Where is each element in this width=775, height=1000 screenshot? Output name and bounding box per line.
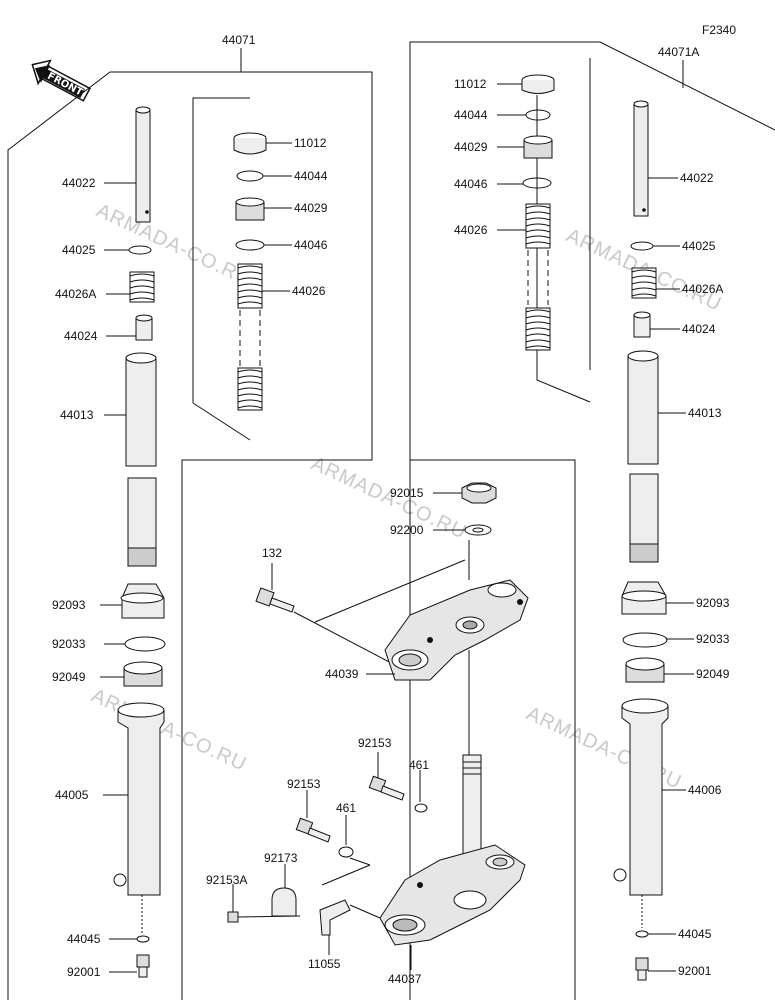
label-92153-lower: 92153 — [287, 777, 321, 791]
label-center-44044: 44044 — [294, 169, 328, 183]
label-center-44046: 44046 — [294, 238, 328, 252]
screw-92153A — [227, 911, 301, 923]
right-damper-rod — [633, 103, 649, 217]
label-92153A: 92153A — [206, 873, 247, 887]
label-right-44024: 44024 — [682, 322, 716, 336]
lower-bracket-44037 — [379, 844, 526, 946]
collar-461-upper — [414, 803, 428, 813]
right-fork-parts: 44022 44025 44026A 44024 44013 92093 920… — [613, 100, 730, 981]
label-center-44029: 44029 — [294, 201, 328, 215]
left-small-spring — [129, 271, 155, 303]
label-right-44046: 44046 — [454, 177, 488, 191]
label-right-44025: 44025 — [682, 239, 716, 253]
clamp-92173 — [271, 887, 297, 917]
front-arrow-icon: FRONT — [31, 59, 91, 102]
label-left-44025: 44025 — [62, 243, 96, 257]
left-damper-rod — [135, 109, 151, 223]
label-132: 132 — [262, 546, 282, 560]
label-left-44022: 44022 — [62, 176, 96, 190]
label-44037: 44037 — [388, 972, 422, 986]
label-right-92093: 92093 — [696, 596, 730, 610]
right-oring — [522, 177, 552, 189]
right-cap-spring-group: 11012 44044 44029 44046 44026 — [454, 74, 555, 351]
label-left-44045: 44045 — [67, 932, 101, 946]
label-left-44024: 44024 — [64, 329, 98, 343]
label-center-11012: 11012 — [294, 136, 327, 150]
steering-stem-group: 92015 92200 132 44039 — [206, 482, 529, 986]
bolt-92153-upper — [368, 775, 405, 801]
watermark-1: ARMADA-CO.RU — [93, 200, 255, 291]
label-left-44026A: 44026A — [55, 287, 96, 301]
watermark-4: ARMADA-CO.RU — [88, 685, 250, 776]
label-11055: 11055 — [308, 957, 341, 971]
label-right-44026A: 44026A — [682, 282, 723, 296]
figure-code: F2340 — [702, 23, 736, 37]
left-assembly-frame: 44071 — [7, 33, 373, 1000]
left-fork-parts: 44022 44025 44026A 44024 44013 92093 — [52, 106, 166, 979]
right-assembly-frame: 44071A — [409, 41, 775, 1000]
label-right-44013: 44013 — [688, 406, 722, 420]
left-ring-44044 — [236, 170, 264, 182]
label-center-44026: 44026 — [292, 284, 326, 298]
label-left-92033: 92033 — [52, 637, 86, 651]
left-long-spring — [237, 263, 263, 411]
right-ring-44025 — [630, 241, 654, 251]
label-right-44006: 44006 — [688, 783, 722, 797]
label-44039: 44039 — [325, 667, 359, 681]
label-left-44005: 44005 — [55, 788, 89, 802]
left-ring-44025 — [128, 245, 152, 255]
label-92200: 92200 — [390, 523, 424, 537]
left-oring — [235, 239, 265, 251]
label-left-92093: 92093 — [52, 598, 86, 612]
pinch-bolt-132 — [255, 587, 295, 613]
label-right-11012: 11012 — [454, 77, 487, 91]
label-right-44029: 44029 — [454, 140, 488, 154]
right-bolt — [635, 957, 649, 971]
bolt-92153-lower — [295, 817, 331, 843]
left-washer — [136, 935, 150, 943]
collar-461-lower — [338, 846, 354, 858]
right-circlip — [622, 632, 668, 648]
left-fork-tube-upper — [125, 357, 157, 467]
label-right-44022: 44022 — [680, 171, 714, 185]
label-461-upper: 461 — [409, 758, 429, 772]
label-44071: 44071 — [222, 33, 256, 47]
label-right-44026: 44026 — [454, 223, 488, 237]
label-461-lower: 461 — [336, 801, 356, 815]
label-92173: 92173 — [264, 851, 298, 865]
label-left-44013: 44013 — [60, 408, 94, 422]
label-right-92049: 92049 — [696, 667, 730, 681]
left-bolt — [136, 954, 150, 968]
label-92153-upper: 92153 — [358, 736, 392, 750]
left-circlip — [124, 636, 166, 652]
label-right-44044: 44044 — [454, 108, 488, 122]
label-right-92033: 92033 — [696, 632, 730, 646]
label-left-92001: 92001 — [67, 965, 101, 979]
right-long-spring — [525, 203, 551, 351]
right-outer-tube — [621, 705, 669, 896]
label-right-92001: 92001 — [678, 964, 712, 978]
label-right-44045: 44045 — [678, 927, 712, 941]
right-small-spring — [631, 267, 657, 299]
label-92015: 92015 — [390, 486, 424, 500]
upper-bracket-44039 — [384, 579, 529, 681]
bracket-11055 — [319, 899, 351, 936]
right-fork-tube-upper — [627, 355, 659, 465]
right-ring-44044 — [525, 109, 551, 121]
left-outer-tube — [117, 709, 165, 896]
right-washer — [635, 930, 649, 938]
label-44071A: 44071A — [658, 45, 699, 59]
left-cap-spring-group: 11012 44044 44029 44046 44026 — [233, 132, 328, 411]
label-left-92049: 92049 — [52, 670, 86, 684]
